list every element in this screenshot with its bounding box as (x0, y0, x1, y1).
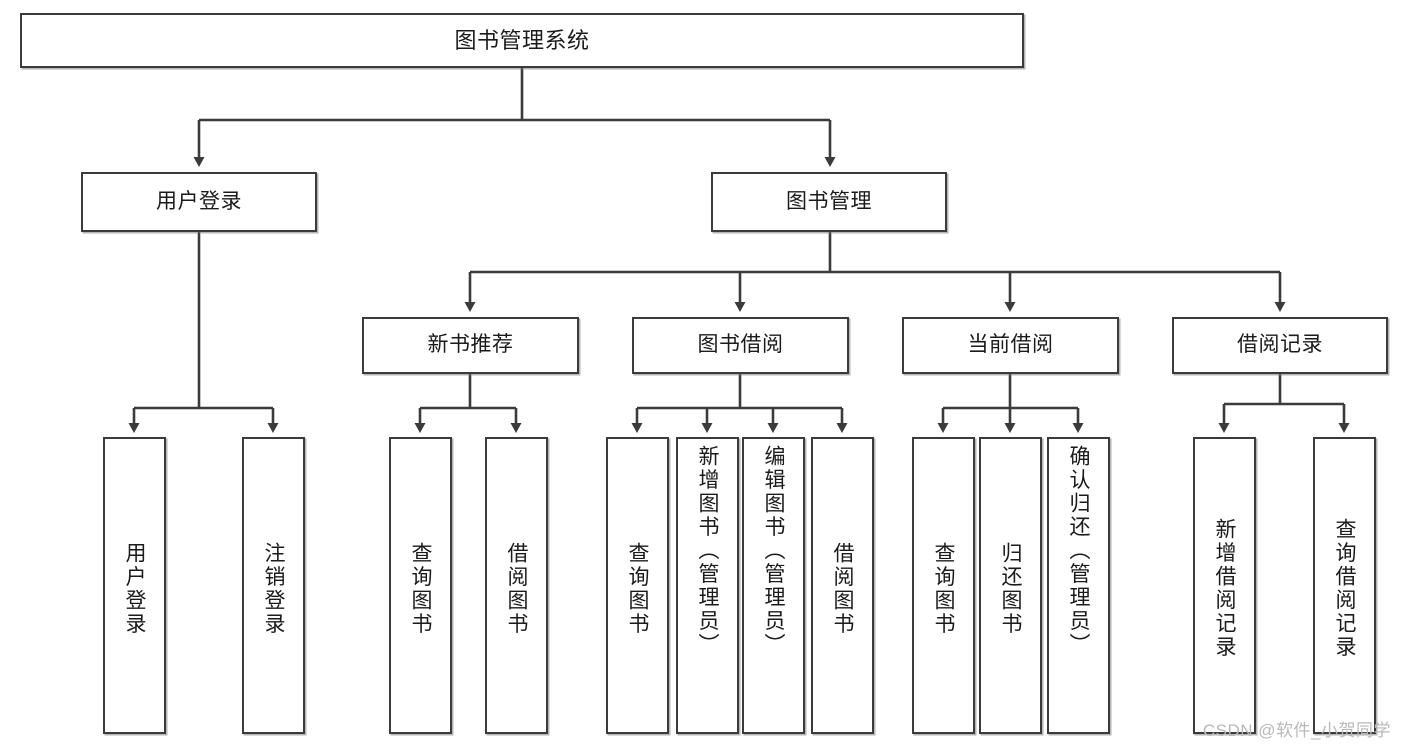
node-leaf-borrow-book-2[interactable]: 借阅图书 (811, 437, 874, 734)
node-borrow-record-label: 借阅记录 (1237, 333, 1323, 357)
node-book-borrow-label: 图书借阅 (697, 333, 784, 357)
node-leaf-query-book-3[interactable]: 查询图书 (912, 437, 975, 734)
node-root[interactable]: 图书管理系统 (20, 13, 1024, 68)
node-leaf-query-record[interactable]: 查询借阅记录 (1313, 437, 1376, 734)
node-current-borrow-label: 当前借阅 (967, 333, 1054, 357)
node-leaf-confirm-return-label: 确认归还（管理员） (1067, 445, 1090, 657)
node-leaf-confirm-return[interactable]: 确认归还（管理员） (1047, 437, 1110, 734)
node-leaf-user-login[interactable]: 用户登录 (103, 437, 166, 734)
node-leaf-borrow-book-2-label: 借阅图书 (831, 541, 854, 636)
node-leaf-edit-book[interactable]: 编辑图书（管理员） (742, 437, 805, 734)
node-leaf-query-book-2[interactable]: 查询图书 (606, 437, 669, 734)
node-leaf-borrow-book-1[interactable]: 借阅图书 (485, 437, 548, 734)
node-leaf-user-login-label: 用户登录 (123, 541, 146, 636)
node-leaf-user-logout-label: 注销登录 (262, 541, 285, 636)
node-leaf-query-book-1[interactable]: 查询图书 (389, 437, 452, 734)
node-leaf-add-book[interactable]: 新增图书（管理员） (676, 437, 739, 734)
node-new-book-rec[interactable]: 新书推荐 (362, 317, 579, 374)
node-user-login-label: 用户登录 (156, 189, 242, 213)
node-leaf-query-book-2-label: 查询图书 (626, 541, 649, 636)
node-leaf-query-book-3-label: 查询图书 (932, 541, 955, 636)
node-leaf-return-book-label: 归还图书 (999, 541, 1022, 636)
node-leaf-add-record[interactable]: 新增借阅记录 (1193, 437, 1256, 734)
node-book-borrow[interactable]: 图书借阅 (632, 317, 849, 374)
node-leaf-edit-book-label: 编辑图书（管理员） (762, 445, 785, 657)
node-new-book-rec-label: 新书推荐 (427, 333, 514, 357)
node-leaf-borrow-book-1-label: 借阅图书 (505, 541, 528, 636)
node-root-label: 图书管理系统 (454, 27, 590, 53)
node-book-manage-label: 图书管理 (786, 189, 872, 213)
node-leaf-query-record-label: 查询借阅记录 (1333, 518, 1356, 659)
node-user-login[interactable]: 用户登录 (81, 172, 317, 232)
node-current-borrow[interactable]: 当前借阅 (902, 317, 1119, 374)
watermark-text: CSDN @软件_小贺同学 (1202, 721, 1391, 740)
node-borrow-record[interactable]: 借阅记录 (1172, 317, 1388, 374)
node-leaf-user-logout[interactable]: 注销登录 (242, 437, 305, 734)
node-leaf-query-book-1-label: 查询图书 (409, 541, 432, 636)
node-book-manage[interactable]: 图书管理 (711, 172, 947, 232)
node-leaf-add-book-label: 新增图书（管理员） (696, 445, 719, 657)
node-leaf-add-record-label: 新增借阅记录 (1213, 518, 1236, 659)
node-leaf-return-book[interactable]: 归还图书 (979, 437, 1042, 734)
